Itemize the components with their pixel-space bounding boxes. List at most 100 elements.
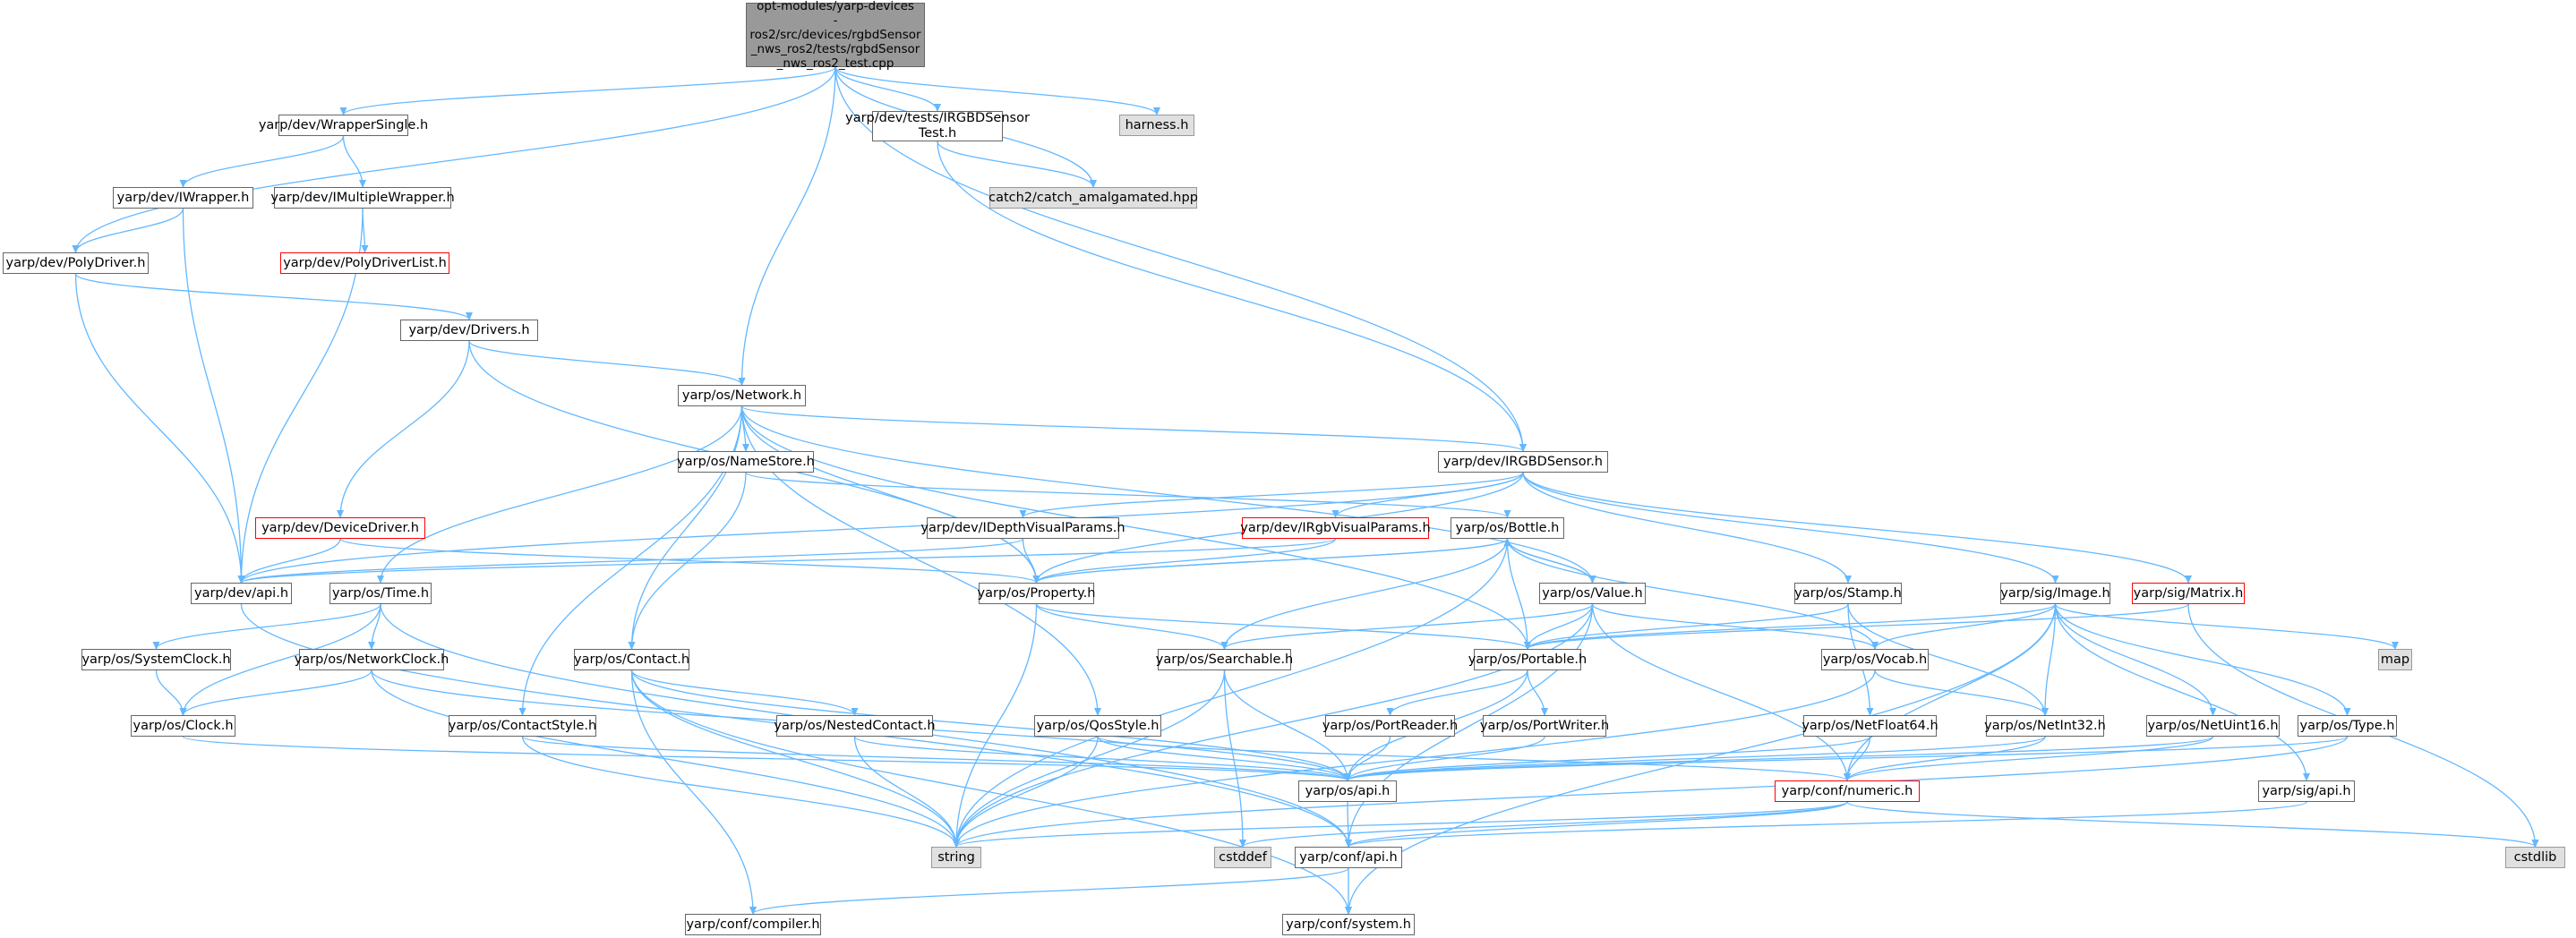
edge-image-to-system bbox=[1345, 603, 2057, 915]
edge-ostype-to-osapi bbox=[1344, 736, 2349, 781]
node-nestedcontact[interactable]: yarp/os/NestedContact.h bbox=[774, 715, 936, 737]
edge-numeric-to-confapi bbox=[1345, 801, 1848, 848]
node-wrapper-single[interactable]: yarp/dev/WrapperSingle.h bbox=[259, 115, 428, 136]
edge-searchable-to-osapi bbox=[1223, 669, 1351, 781]
edge-clock-to-osapi bbox=[182, 736, 1351, 781]
node-qosstyle[interactable]: yarp/os/QosStyle.h bbox=[1034, 715, 1161, 737]
node-portwriter[interactable]: yarp/os/PortWriter.h bbox=[1480, 715, 1609, 737]
node-netint32[interactable]: yarp/os/NetInt32.h bbox=[1984, 715, 2106, 737]
node-map: map bbox=[2378, 649, 2412, 670]
edge-value-to-bottle bbox=[1503, 538, 1594, 584]
edge-image-to-portable bbox=[1524, 603, 2057, 650]
edge-ostype-to-string bbox=[953, 736, 2349, 848]
edge-stamp-to-portable bbox=[1524, 603, 1849, 650]
edge-wrapper_single-to-imultiple bbox=[342, 135, 366, 188]
edge-image-to-ostype bbox=[2054, 603, 2351, 716]
node-compiler[interactable]: yarp/conf/compiler.h bbox=[685, 914, 821, 935]
node-netfloat64[interactable]: yarp/os/NetFloat64.h bbox=[1801, 715, 1938, 737]
node-devapi[interactable]: yarp/dev/api.h bbox=[191, 583, 292, 604]
node-value[interactable]: yarp/os/Value.h bbox=[1539, 583, 1646, 604]
node-idepth[interactable]: yarp/dev/IDepthVisualParams.h bbox=[920, 517, 1125, 539]
edge-nestedcontact-to-string bbox=[853, 736, 960, 848]
node-catch2: catch2/catch_amalgamated.hpp bbox=[988, 187, 1198, 209]
edge-networkclock-to-clock bbox=[179, 669, 372, 716]
node-polydriverlist[interactable]: yarp/dev/PolyDriverList.h bbox=[280, 252, 449, 274]
edge-contactstyle-to-string bbox=[521, 736, 960, 848]
edge-network-to-irgbdsensor bbox=[740, 405, 1527, 452]
edge-wrapper_single-to-iwrapper bbox=[179, 135, 345, 188]
edge-contact-to-osapi bbox=[630, 669, 1351, 781]
node-imultiple[interactable]: yarp/dev/IMultipleWrapper.h bbox=[270, 187, 455, 209]
edge-namestore-to-bottle bbox=[745, 472, 1511, 518]
node-networkclock[interactable]: yarp/os/NetworkClock.h bbox=[295, 649, 449, 670]
edge-irgbdsensor-to-stamp bbox=[1522, 472, 1852, 584]
node-contactstyle[interactable]: yarp/os/ContactStyle.h bbox=[449, 715, 596, 737]
edge-property-to-portable bbox=[1035, 603, 1531, 650]
node-matrix[interactable]: yarp/sig/Matrix.h bbox=[2132, 583, 2245, 604]
node-confapi[interactable]: yarp/conf/api.h bbox=[1295, 847, 1402, 868]
node-sigapi[interactable]: yarp/sig/api.h bbox=[2258, 780, 2355, 802]
edge-network-to-contact bbox=[628, 405, 743, 650]
edge-network-to-property bbox=[740, 405, 1040, 584]
edge-portable-to-portwriter bbox=[1527, 669, 1548, 716]
edge-stamp-to-netint32 bbox=[1847, 603, 2049, 716]
node-systemclock[interactable]: yarp/os/SystemClock.h bbox=[81, 649, 231, 670]
edge-searchable-to-string bbox=[953, 669, 1226, 848]
node-root: opt-modules/yarp-devices -ros2/src/devic… bbox=[746, 0, 925, 71]
edge-irgbdsensor-to-image bbox=[1522, 472, 2059, 584]
node-irgbdsensor[interactable]: yarp/dev/IRGBDSensor.h bbox=[1438, 451, 1608, 473]
node-searchable[interactable]: yarp/os/Searchable.h bbox=[1156, 649, 1293, 670]
edge-qosstyle-to-string bbox=[953, 736, 1099, 848]
edge-searchable-to-cstddef bbox=[1223, 669, 1246, 848]
node-contact[interactable]: yarp/os/Contact.h bbox=[574, 649, 689, 670]
edge-image-to-netuint16 bbox=[2054, 603, 2217, 716]
edge-bottle-to-searchable bbox=[1220, 538, 1509, 650]
node-time[interactable]: yarp/os/Time.h bbox=[329, 583, 432, 604]
node-portable[interactable]: yarp/os/Portable.h bbox=[1468, 649, 1587, 670]
edge-irgbd_test-to-irgbdsensor bbox=[937, 141, 1527, 452]
edge-irgbd_test-to-catch2 bbox=[937, 141, 1097, 188]
edge-property-to-bottle bbox=[1035, 538, 1511, 584]
node-property[interactable]: yarp/os/Property.h bbox=[978, 583, 1095, 604]
node-irgbd-test[interactable]: yarp/dev/tests/IRGBDSensor Test.h bbox=[845, 111, 1030, 141]
node-bottle[interactable]: yarp/os/Bottle.h bbox=[1451, 517, 1564, 539]
node-polydriver[interactable]: yarp/dev/PolyDriver.h bbox=[3, 252, 149, 274]
node-devicedriver[interactable]: yarp/dev/DeviceDriver.h bbox=[255, 517, 425, 539]
edge-image-to-sigapi bbox=[2054, 603, 2310, 781]
edge-drivers-to-network bbox=[468, 340, 746, 386]
node-image[interactable]: yarp/sig/Image.h bbox=[2000, 583, 2110, 604]
edge-devicedriver-to-devapi bbox=[237, 538, 341, 584]
node-network[interactable]: yarp/os/Network.h bbox=[678, 385, 806, 406]
node-iwrapper[interactable]: yarp/dev/IWrapper.h bbox=[113, 187, 253, 209]
node-vocab[interactable]: yarp/os/Vocab.h bbox=[1821, 649, 1929, 670]
node-irgbvisual[interactable]: yarp/dev/IRgbVisualParams.h bbox=[1240, 517, 1431, 539]
edge-bottle-to-string bbox=[953, 538, 1509, 848]
edge-matrix-to-portable bbox=[1524, 603, 2189, 650]
edge-root-to-irgbd_test bbox=[834, 66, 941, 112]
edge-root-to-network bbox=[738, 66, 836, 386]
node-stamp[interactable]: yarp/os/Stamp.h bbox=[1794, 583, 1902, 604]
edge-time-to-systemclock bbox=[152, 603, 381, 650]
node-drivers[interactable]: yarp/dev/Drivers.h bbox=[400, 320, 538, 341]
node-system[interactable]: yarp/conf/system.h bbox=[1282, 914, 1415, 935]
node-ostype[interactable]: yarp/os/Type.h bbox=[2298, 715, 2397, 737]
node-numeric[interactable]: yarp/conf/numeric.h bbox=[1775, 780, 1920, 802]
edge-qosstyle-to-numeric bbox=[1097, 736, 1851, 781]
edge-devicedriver-to-property bbox=[339, 538, 1040, 584]
node-clock[interactable]: yarp/os/Clock.h bbox=[131, 715, 235, 737]
edge-polydriver-to-drivers bbox=[74, 273, 473, 320]
edge-vocab-to-string bbox=[953, 669, 1876, 848]
node-portreader[interactable]: yarp/os/PortReader.h bbox=[1322, 715, 1458, 737]
node-namestore[interactable]: yarp/os/NameStore.h bbox=[677, 451, 815, 473]
edge-netfloat64-to-osapi bbox=[1344, 736, 1871, 781]
edge-portwriter-to-osapi bbox=[1344, 736, 1545, 781]
node-osapi[interactable]: yarp/os/api.h bbox=[1298, 780, 1397, 802]
edge-netint32-to-numeric bbox=[1844, 736, 2046, 781]
node-harness: harness.h bbox=[1119, 115, 1194, 136]
node-string: string bbox=[931, 847, 981, 868]
edge-systemclock-to-clock bbox=[155, 669, 187, 716]
edge-drivers-to-devicedriver bbox=[337, 340, 470, 518]
node-netuint16[interactable]: yarp/os/NetUint16.h bbox=[2146, 715, 2280, 737]
edge-contactstyle-to-osapi bbox=[521, 736, 1351, 781]
edge-netuint16-to-osapi bbox=[1344, 736, 2214, 781]
